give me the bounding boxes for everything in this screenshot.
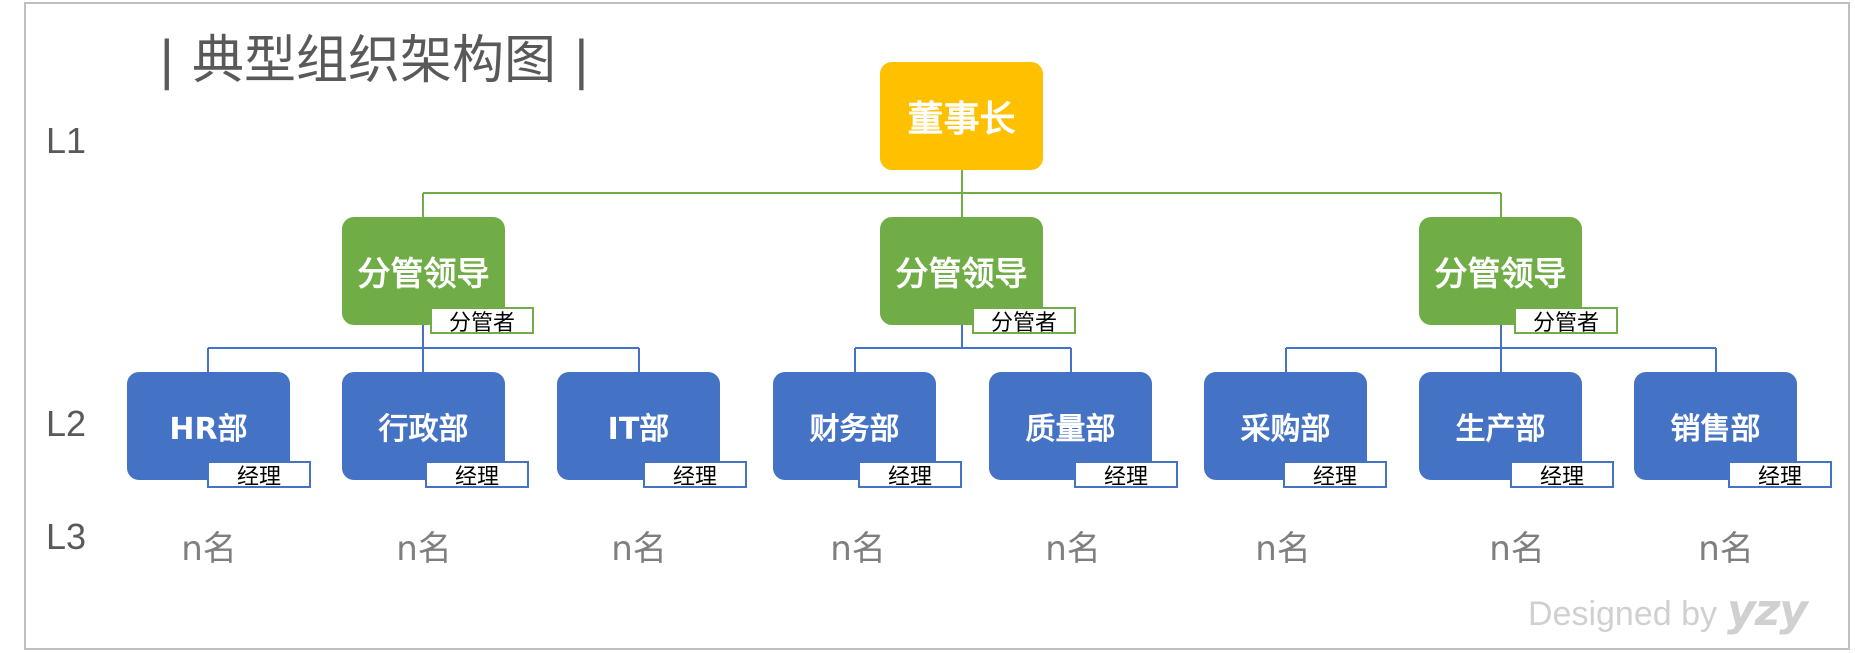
node-chairman: 董事长	[880, 62, 1043, 170]
staff-count-quality: n名	[1045, 529, 1101, 569]
staff-count-purchase: n名	[1255, 529, 1311, 569]
node-dept-quality-role-tag: 经理	[1074, 461, 1178, 490]
level-label-l3: L3	[46, 516, 87, 557]
node-leader-3-role-tag: 分管者	[1514, 307, 1618, 336]
node-dept-production-role-tag: 经理	[1510, 461, 1614, 490]
node-leader-1-role-tag: 分管者	[430, 307, 534, 336]
node-dept-purchase-role-tag: 经理	[1283, 461, 1387, 490]
level-label-l2: L2	[46, 403, 87, 444]
node-dept-finance-role-tag: 经理	[858, 461, 962, 490]
node-dept-finance: 财务部	[773, 372, 936, 480]
level-label-l1: L1	[46, 120, 87, 161]
signature-logo: yzy	[1727, 585, 1808, 636]
staff-count-sales: n名	[1698, 529, 1754, 569]
diagram-title: | 典型组织架构图 |	[158, 31, 591, 91]
node-dept-hr-role-tag: 经理	[207, 461, 311, 490]
node-dept-sales-role-tag: 经理	[1728, 461, 1832, 490]
staff-count-finance: n名	[830, 529, 886, 569]
node-dept-admin-role-tag: 经理	[425, 461, 529, 490]
signature: Designed by yzy	[1528, 585, 1808, 636]
signature-text: Designed by	[1528, 595, 1718, 633]
staff-count-it: n名	[611, 529, 667, 569]
node-dept-admin: 行政部	[342, 372, 505, 480]
node-dept-it-role-tag: 经理	[643, 461, 747, 490]
staff-count-admin: n名	[396, 529, 452, 569]
staff-count-production: n名	[1489, 529, 1545, 569]
staff-count-hr: n名	[181, 529, 237, 569]
node-leader-2-role-tag: 分管者	[972, 307, 1076, 336]
